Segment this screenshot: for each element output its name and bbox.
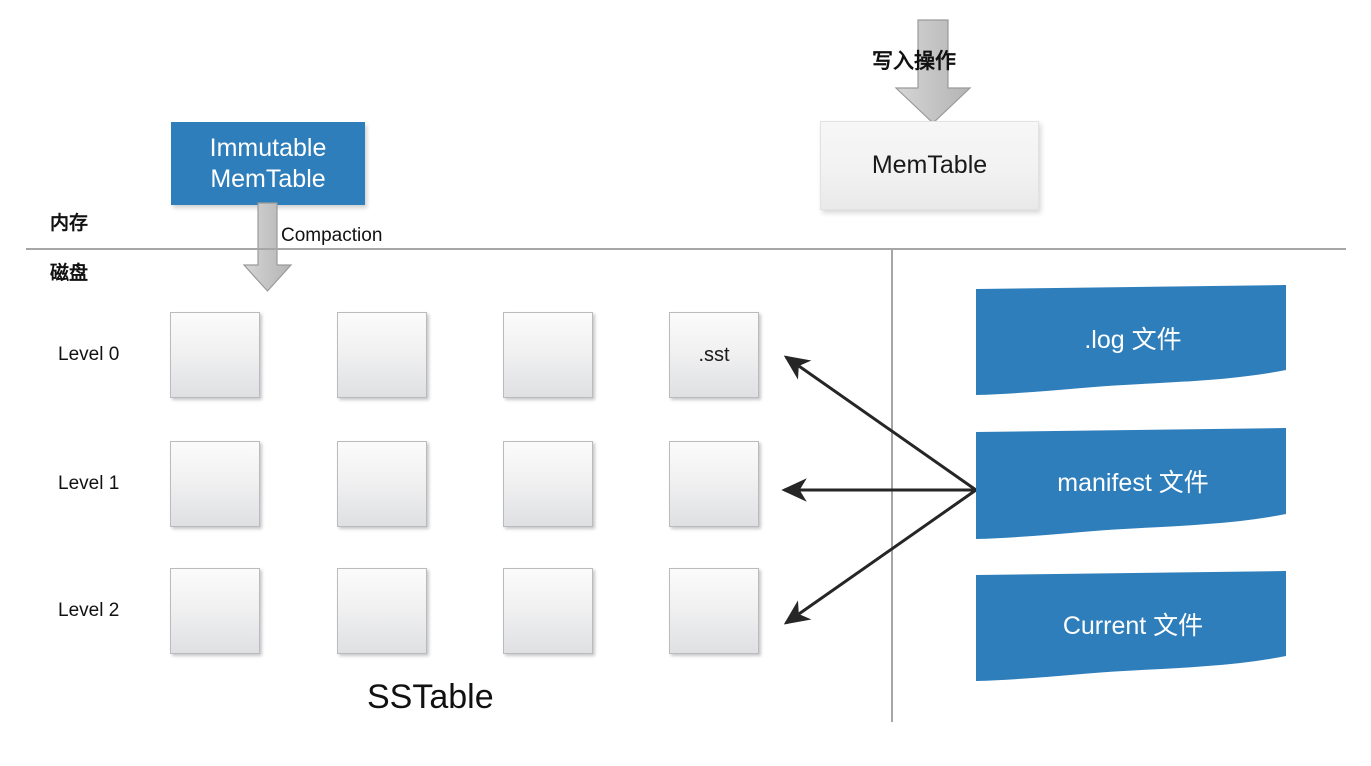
- write-arrow-label: 写入操作: [872, 49, 956, 73]
- log-file-banner[interactable]: .log 文件: [972, 282, 1294, 400]
- level-label-0: Level 0: [58, 344, 120, 365]
- immutable-memtable-box[interactable]: Immutable MemTable: [171, 122, 365, 205]
- immutable-memtable-label-line2: MemTable: [210, 164, 326, 193]
- disk-label: 磁盘: [50, 262, 89, 284]
- memory-disk-divider: [26, 248, 1346, 250]
- compaction-label: Compaction: [281, 225, 383, 246]
- manifest-file-banner[interactable]: manifest 文件: [972, 425, 1294, 545]
- sstable-cell[interactable]: [170, 312, 260, 398]
- sstable-cell[interactable]: [669, 441, 759, 527]
- sstable-cell[interactable]: [503, 568, 593, 654]
- compaction-arrow: [240, 202, 300, 295]
- sstable-cell-sst[interactable]: .sst: [669, 312, 759, 398]
- level-label-1: Level 1: [58, 473, 120, 494]
- sstable-title: SSTable: [367, 678, 494, 716]
- memory-label: 内存: [50, 212, 89, 234]
- sstable-cell[interactable]: [503, 312, 593, 398]
- sstable-cell[interactable]: [337, 568, 427, 654]
- write-arrow: [893, 18, 999, 126]
- sstable-files-divider: [891, 250, 893, 722]
- sstable-cell[interactable]: [337, 441, 427, 527]
- memtable-box[interactable]: MemTable: [820, 121, 1039, 210]
- current-file-banner[interactable]: Current 文件: [972, 568, 1294, 686]
- sstable-cell[interactable]: [170, 441, 260, 527]
- sstable-cell[interactable]: [170, 568, 260, 654]
- manifest-arrows: [770, 340, 1000, 640]
- sstable-cell[interactable]: [337, 312, 427, 398]
- level-label-2: Level 2: [58, 600, 120, 621]
- immutable-memtable-label-line1: Immutable: [209, 134, 327, 162]
- sstable-cell[interactable]: [669, 568, 759, 654]
- sstable-cell[interactable]: [503, 441, 593, 527]
